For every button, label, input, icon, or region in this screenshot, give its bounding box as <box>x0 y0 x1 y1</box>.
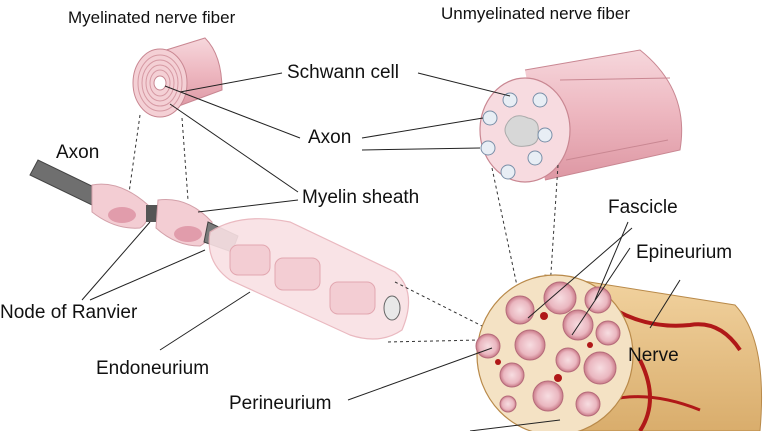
endoneurium-label: Endoneurium <box>96 358 210 379</box>
unmyelinated-fiber-section <box>479 49 683 183</box>
myelinated-axon-fiber <box>29 159 239 253</box>
nerve-label: Nerve <box>628 345 679 366</box>
axon-label-center: Axon <box>308 127 352 148</box>
fascicle-label: Fascicle <box>608 197 678 218</box>
leader-lines <box>81 72 681 431</box>
axon-label-left: Axon <box>56 142 100 163</box>
myelin-sheath-label: Myelin sheath <box>302 187 420 208</box>
epineurium-label: Epineurium <box>636 242 733 263</box>
perineurium-label: Perineurium <box>229 393 332 414</box>
myelinated-fiber-section <box>132 37 223 118</box>
nerve-bundle <box>475 274 763 431</box>
schwann-cell-label: Schwann cell <box>287 62 399 83</box>
node-of-ranvier-label: Node of Ranvier <box>0 302 138 323</box>
unmyelinated-fiber-title: Unmyelinated nerve fiber <box>441 4 630 23</box>
myelinated-fiber-title: Myelinated nerve fiber <box>68 8 236 27</box>
endoneurium-tube <box>208 218 410 340</box>
